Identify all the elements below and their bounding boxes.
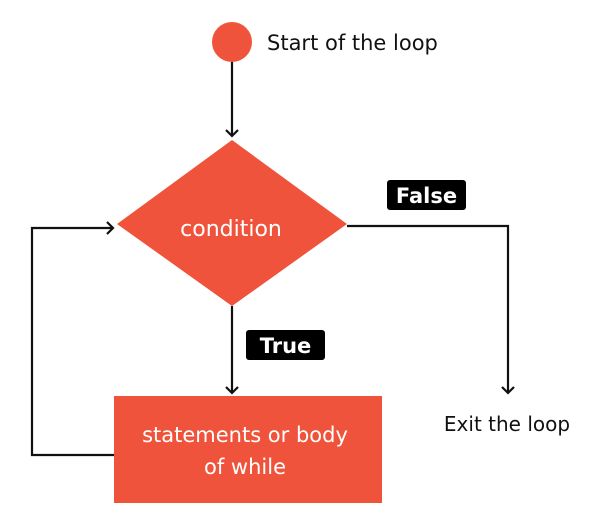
exit-label: Exit the loop (444, 412, 570, 436)
true-label: True (260, 334, 312, 358)
loop-body-box (114, 396, 382, 503)
condition-label: condition (180, 217, 282, 242)
false-label: False (396, 184, 457, 208)
start-label: Start of the loop (267, 31, 438, 55)
loop-body-label-line2: of while (204, 455, 286, 479)
false-badge (387, 180, 466, 210)
true-badge (246, 330, 325, 360)
false-branch-arrow (347, 224, 515, 395)
start-node (212, 22, 252, 62)
loop-body-label-line1: statements or body (142, 423, 348, 447)
loop-back-arrow (30, 221, 115, 457)
condition-diamond (117, 140, 347, 306)
